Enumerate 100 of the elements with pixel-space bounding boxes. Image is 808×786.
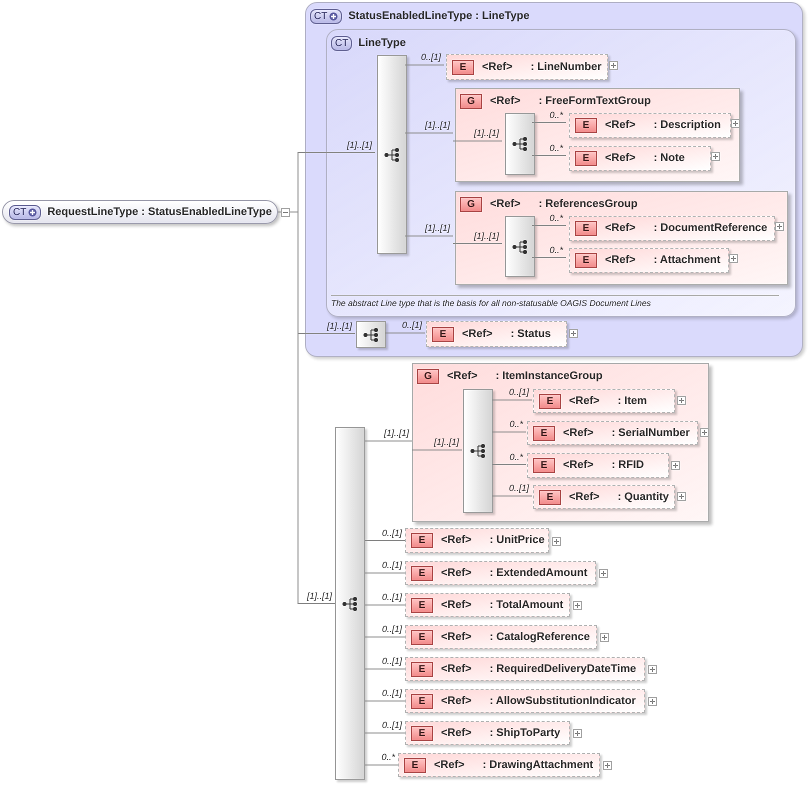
multiplicity-label: [1]..[1]: [306, 590, 332, 602]
connector-line: [364, 572, 406, 574]
connector-line: [492, 464, 526, 465]
element-box: [426, 321, 567, 347]
element-name: : Description: [654, 118, 721, 134]
element-name: : RequiredDeliveryDateTime: [490, 662, 636, 677]
element-box: [405, 625, 597, 649]
element-badge: E: [452, 60, 474, 74]
element-name: : RFID: [612, 458, 644, 474]
element-box: [569, 113, 731, 138]
element-badge: E: [432, 326, 454, 342]
connector-line: [452, 140, 502, 142]
element-name: : Attachment: [654, 253, 720, 268]
multiplicity-label: 0..[1]: [508, 483, 529, 494]
complex-type-badge: CT: [310, 8, 342, 24]
ref-label: <Ref>: [482, 60, 513, 75]
multiplicity-label: [1]..[1]: [474, 230, 499, 242]
complex-type-node: [2, 200, 278, 224]
ref-label: <Ref>: [569, 490, 600, 505]
complex-type-container: [326, 29, 796, 317]
multiplicity-label: 0..[1]: [382, 720, 402, 731]
multiplicity-label: 0..*: [509, 452, 523, 462]
element-badge: E: [404, 758, 426, 772]
ref-label: <Ref>: [605, 151, 636, 166]
element-name: : ShipToParty: [490, 726, 560, 741]
multiplicity-label: 0..[1]: [508, 387, 529, 398]
element-box: [527, 453, 669, 478]
element-name: : TotalAmount: [490, 598, 564, 613]
sequence-box: [377, 55, 407, 254]
multiplicity-label: [1]..[1]: [424, 120, 450, 131]
sequence-box: [505, 216, 535, 277]
multiplicity-label: [1]..[1]: [384, 428, 409, 439]
element-name: : CatalogReference: [490, 630, 590, 645]
multiplicity-label: 0..*: [549, 110, 563, 120]
connector-line: [364, 440, 412, 442]
complex-type-badge: CT: [9, 204, 42, 220]
ref-label: <Ref>: [441, 662, 472, 677]
connector-line: [532, 122, 566, 123]
multiplicity-label: 0..[1]: [382, 688, 402, 699]
element-name: : AllowSubstitutionIndicator: [490, 694, 636, 709]
element-box: [569, 146, 711, 171]
element-name: : DrawingAttachment: [482, 758, 594, 773]
multiplicity-label: 0..*: [549, 244, 563, 256]
group-box: [455, 191, 788, 285]
ref-label: <Ref>: [447, 369, 478, 384]
ref-label: <Ref>: [563, 458, 594, 474]
sequence-box: [505, 113, 535, 175]
element-badge: E: [411, 533, 433, 548]
element-box: [569, 216, 775, 241]
element-box: [533, 389, 675, 413]
element-badge: E: [411, 630, 433, 644]
element-box: [405, 561, 596, 585]
element-badge: E: [539, 490, 561, 504]
connector-line: [364, 604, 406, 606]
type-name: StatusEnabledLineType : LineType: [348, 9, 530, 24]
element-box: [398, 753, 600, 777]
type-name: LineType: [358, 36, 406, 51]
multiplicity-label: 0..[1]: [382, 624, 402, 635]
element-box: [405, 689, 645, 713]
element-badge: E: [533, 458, 555, 473]
multiplicity-label: [1]..[1]: [434, 437, 459, 448]
multiplicity-label: 0..[1]: [382, 528, 402, 538]
group-badge: G: [460, 196, 482, 212]
ref-label: <Ref>: [441, 566, 472, 581]
multiplicity-label: 0..[1]: [402, 320, 422, 331]
sequence-box: [335, 427, 365, 780]
ref-label: <Ref>: [605, 118, 636, 134]
connector-line: [404, 64, 444, 66]
element-box: [405, 528, 549, 553]
multiplicity-label: 0..[1]: [382, 560, 402, 571]
ref-label: <Ref>: [441, 598, 472, 613]
multiplicity-label: 0..[1]: [382, 592, 402, 603]
element-name: : Status: [510, 326, 551, 342]
element-badge: E: [411, 662, 433, 676]
connector-line: [364, 700, 406, 702]
group-box: [455, 88, 740, 182]
connector-line: [532, 257, 566, 258]
ref-label: <Ref>: [605, 221, 636, 236]
element-badge: E: [575, 221, 597, 236]
ref-label: <Ref>: [490, 197, 521, 212]
element-badge: E: [575, 151, 597, 166]
connector-line: [364, 540, 406, 541]
type-description: The abstract Line type that is the basis for all non-statusable OAGIS Document Lines: [331, 295, 779, 310]
connector-line: [364, 732, 406, 734]
element-name: : SerialNumber: [612, 426, 690, 441]
element-name: : ExtendedAmount: [490, 566, 588, 581]
group-badge: G: [417, 368, 439, 384]
element-badge: E: [575, 253, 597, 268]
multiplicity-label: 0..*: [549, 142, 563, 154]
group-box: [412, 363, 709, 522]
connector-line: [404, 132, 454, 134]
complex-type-badge: CT: [331, 36, 352, 51]
element-box: [405, 593, 570, 617]
ref-label: <Ref>: [569, 394, 600, 409]
ref-label: <Ref>: [441, 726, 472, 741]
element-name: : LineNumber: [530, 60, 602, 75]
connector-line: [384, 332, 426, 334]
element-name: : Note: [654, 151, 685, 166]
element-box: [569, 248, 729, 273]
connector-line: [532, 225, 566, 226]
